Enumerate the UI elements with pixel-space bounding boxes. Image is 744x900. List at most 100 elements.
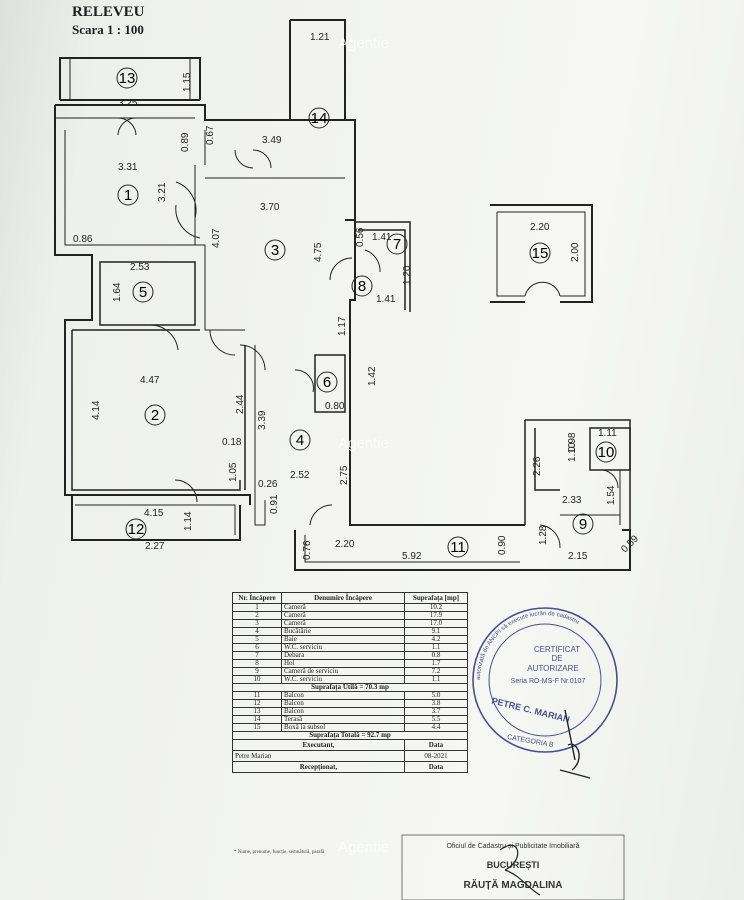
wall-left-block bbox=[54, 105, 251, 541]
authorization-stamp: autorizată de ANCPI să execute lucrări d… bbox=[472, 607, 618, 779]
wall-room12-inner bbox=[75, 504, 236, 535]
door-swing bbox=[209, 329, 236, 356]
room-number-15: 15 bbox=[529, 242, 551, 264]
door-swing bbox=[117, 117, 137, 136]
executant-label: Executant, bbox=[232, 739, 405, 751]
wall-room4-right bbox=[345, 219, 525, 526]
svg-text:12: 12 bbox=[128, 521, 145, 538]
dimension-label: 3.31 bbox=[118, 162, 138, 173]
door-swing bbox=[239, 344, 266, 371]
dimension-label: 0.18 bbox=[222, 437, 242, 448]
door-swing bbox=[252, 149, 272, 169]
svg-text:8: 8 bbox=[358, 278, 366, 295]
cell-area: 4.4 bbox=[404, 723, 468, 732]
svg-text:9: 9 bbox=[579, 516, 587, 533]
wall-room6 bbox=[314, 354, 346, 413]
svg-text:4: 4 bbox=[296, 432, 304, 449]
dimension-label: 0.86 bbox=[73, 234, 93, 245]
stamp-line3: AUTORIZARE bbox=[527, 664, 578, 673]
room-number-1: 1 bbox=[117, 184, 139, 206]
office-stamp: Oficiul de Cadastru și Publicitate Imobi… bbox=[401, 834, 625, 900]
dimension-label: 1.41 bbox=[372, 232, 392, 243]
dimension-label: 1.14 bbox=[183, 511, 194, 531]
col-nr: Nr. Încăpere bbox=[232, 592, 282, 604]
dimension-label: 1.20 bbox=[402, 265, 413, 285]
door-swing bbox=[149, 324, 179, 351]
door-swing bbox=[175, 204, 201, 239]
dimension-label: 2.26 bbox=[532, 456, 543, 476]
wall-top-main bbox=[55, 104, 356, 220]
wall-balcony-13 bbox=[59, 57, 201, 100]
svg-text:6: 6 bbox=[323, 374, 331, 391]
dimension-label: 2.75 bbox=[339, 465, 350, 485]
plan-title: RELEVEU bbox=[72, 4, 145, 20]
cell-area: 1.1 bbox=[404, 675, 468, 684]
dimension-label: 2.20 bbox=[335, 539, 355, 550]
dimension-label: 3.39 bbox=[257, 410, 268, 430]
dimension-label: 3.25 bbox=[118, 98, 138, 109]
executant-date: 08-2021 bbox=[404, 750, 468, 762]
dimension-label: 2.20 bbox=[530, 222, 550, 233]
svg-text:13: 13 bbox=[119, 70, 136, 87]
room-number-4: 4 bbox=[289, 429, 311, 451]
door-swing bbox=[234, 149, 254, 169]
stamp-name: PETRE C. MARIAN bbox=[491, 696, 571, 725]
room-number-2: 2 bbox=[144, 404, 166, 426]
door-swing bbox=[602, 469, 619, 489]
dimension-label: 2.27 bbox=[145, 541, 165, 552]
room-number-11: 11 bbox=[447, 536, 469, 558]
room-number-5: 5 bbox=[132, 281, 154, 303]
rooms-table: Nr. Încăpere Denumire Încăpere Suprafața… bbox=[232, 592, 468, 773]
dimension-label: 1.11 bbox=[598, 428, 617, 439]
dimension-label: 4.75 bbox=[313, 242, 324, 262]
door-swing bbox=[174, 479, 198, 503]
cell-name: Bucătărie bbox=[281, 627, 405, 636]
table-footnote: * Nume, prenume, funcție, semnătură, par… bbox=[234, 850, 325, 855]
dimension-label: 4.47 bbox=[140, 375, 160, 386]
dimension-label: 2.53 bbox=[130, 262, 150, 273]
dimension-label: 4.15 bbox=[144, 508, 164, 519]
grand-total: Suprafața Totală = 92.7 mp bbox=[232, 731, 468, 740]
wall-room9-inner bbox=[560, 470, 621, 525]
door-swing bbox=[294, 369, 314, 393]
dimension-label: 1.15 bbox=[182, 72, 193, 92]
receptionat-label: Recepționat, bbox=[232, 761, 405, 773]
wall-room1 bbox=[64, 130, 196, 246]
svg-text:15: 15 bbox=[532, 245, 549, 262]
door-swing bbox=[175, 181, 197, 219]
svg-text:2: 2 bbox=[151, 407, 159, 424]
office-stamp-line1: Oficiul de Cadastru și Publicitate Imobi… bbox=[446, 843, 579, 850]
wall-balcony-13-sides bbox=[69, 58, 191, 100]
office-stamp-line2: BUCUREȘTI bbox=[487, 860, 540, 870]
stamp-line4: Seria RO-MS-F Nr.0107 bbox=[511, 678, 586, 685]
room-number-3: 3 bbox=[264, 239, 286, 261]
dimension-label: 2.52 bbox=[290, 470, 310, 481]
dimension-label: 1.41 bbox=[376, 294, 396, 305]
room-number-7: 7 bbox=[386, 233, 408, 255]
svg-text:10: 10 bbox=[598, 444, 615, 461]
room-number-13: 13 bbox=[116, 67, 138, 89]
dimension-label: 0.80 bbox=[325, 401, 345, 412]
watermark-text: Agentie bbox=[338, 35, 389, 52]
col-name: Denumire Încăpere bbox=[281, 592, 405, 604]
wall-room9 bbox=[524, 419, 631, 530]
wall-balcony-11 bbox=[294, 529, 631, 571]
dimension-label: 2.15 bbox=[568, 551, 588, 562]
dimension-label: 0.90 bbox=[497, 535, 508, 555]
dimension-label: 2.00 bbox=[570, 242, 581, 262]
wall-room3-top bbox=[204, 130, 345, 179]
watermarks: Agentie Agentie Agentie bbox=[338, 35, 389, 856]
dimension-label: 1.21 bbox=[310, 32, 330, 43]
svg-text:7: 7 bbox=[393, 236, 401, 253]
svg-text:14: 14 bbox=[311, 110, 328, 127]
dimension-label: 1.64 bbox=[112, 282, 123, 302]
dimension-label: 4.07 bbox=[211, 228, 222, 248]
dimension-label: 4.14 bbox=[91, 400, 102, 420]
cell-name: Debara bbox=[281, 651, 405, 660]
wall-room10 bbox=[589, 427, 631, 471]
dimension-label: 3.49 bbox=[262, 135, 282, 146]
watermark-text: Agentie bbox=[338, 435, 389, 452]
room-number-12: 12 bbox=[125, 518, 147, 540]
col-area: Suprafața [mp] bbox=[404, 592, 468, 604]
